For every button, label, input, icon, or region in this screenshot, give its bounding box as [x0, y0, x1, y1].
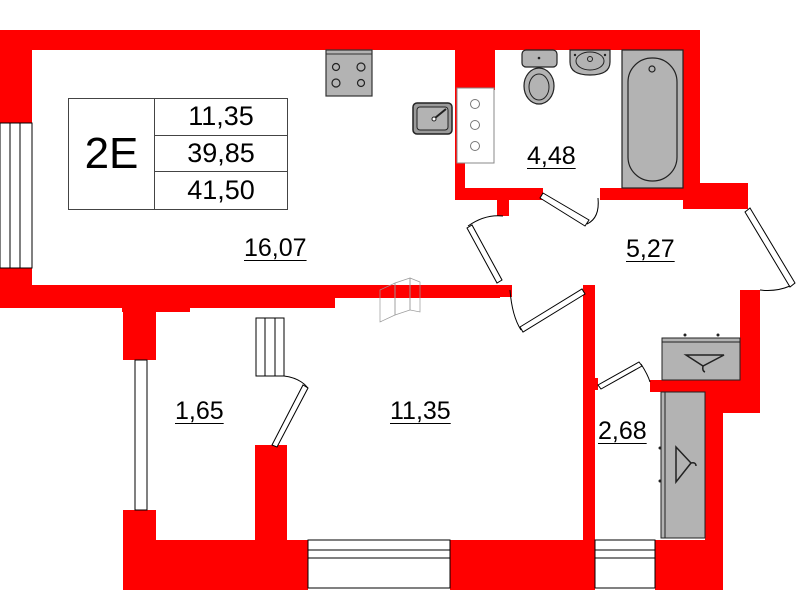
room-area-bathroom: 4,48 [527, 142, 576, 170]
room-area-bedroom: 11,35 [390, 397, 451, 425]
living-area: 11,35 [155, 99, 287, 136]
room-area-kitchen-living: 16,07 [244, 234, 307, 262]
wardrobe-hanger-icon [658, 391, 706, 539]
doors [271, 192, 796, 448]
apartment-type-label: 2E [69, 99, 155, 209]
bathtub-icon [621, 49, 684, 189]
walls [0, 30, 760, 590]
total-area: 39,85 [155, 136, 287, 173]
ghost-outline [379, 277, 421, 323]
kitchen-sink-icon [412, 102, 453, 135]
apartment-areas: 11,35 39,85 41,50 [155, 99, 287, 209]
toilet-icon [521, 49, 558, 105]
windows [0, 122, 656, 589]
apartment-summary-box: 2E 11,35 39,85 41,50 [68, 98, 288, 210]
ventilation-shaft [456, 87, 495, 164]
washbasin-icon [569, 49, 611, 76]
room-area-loggia: 1,65 [175, 397, 224, 425]
total-area-with-balcony: 41,50 [187, 174, 255, 205]
stove-icon [325, 49, 373, 97]
room-area-hallway: 5,27 [626, 235, 675, 263]
room-area-wardrobe: 2,68 [598, 417, 647, 445]
wardrobe-hanger-icon [661, 333, 741, 381]
